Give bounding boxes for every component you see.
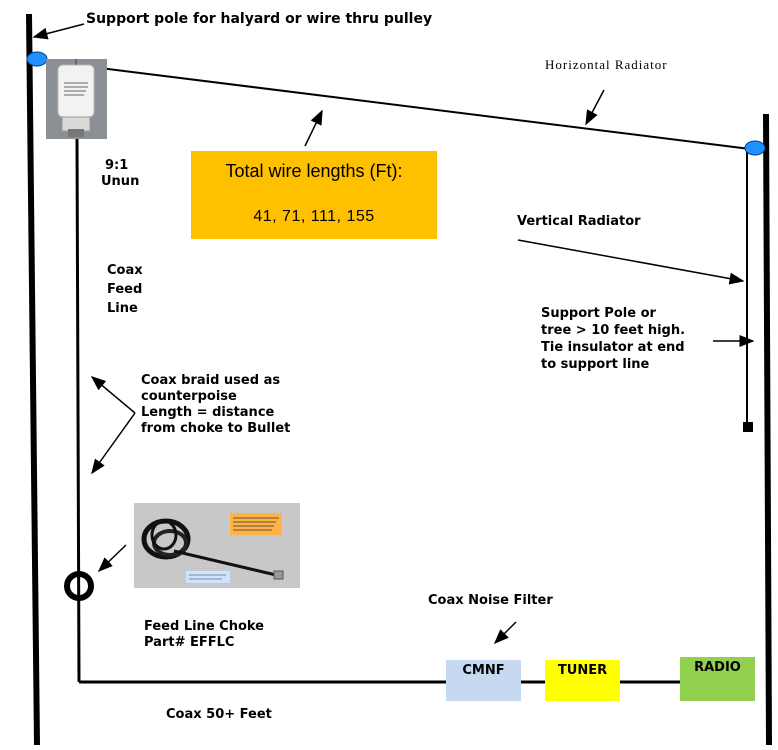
left-pulley: [26, 51, 48, 67]
coax-feed-line: [75, 137, 81, 683]
label-unun: 9:1 Unun: [101, 158, 139, 190]
label-support-pole-right: Support Pole or tree > 10 feet high. Tie…: [541, 305, 685, 373]
label-support-pole-right-4: to support line: [541, 357, 650, 372]
arrow-braid-down: [91, 412, 136, 475]
label-support-pole-right-1: Support Pole or: [541, 306, 656, 321]
insulator: [743, 422, 753, 432]
wire-lengths-title: Total wire lengths (Ft):: [225, 161, 403, 181]
label-coax-feed-line-2: Feed: [107, 282, 143, 297]
label-feed-line-choke-1: Feed Line Choke: [144, 619, 264, 634]
arrow-to-pole-top: [32, 23, 85, 40]
label-coax-braid-4: from choke to Bullet: [141, 421, 291, 436]
arrow-choke: [97, 544, 127, 573]
horizontal-radiator-wire: [83, 65, 751, 150]
label-coax-braid-2: counterpoise: [141, 389, 237, 404]
label-unun-line2: Unun: [101, 174, 140, 189]
label-coax-braid-1: Coax braid used as: [141, 373, 281, 388]
right-pulley: [744, 140, 766, 156]
label-coax-noise-filter: Coax Noise Filter: [428, 593, 553, 608]
wire-lengths-values: 41, 71, 111, 155: [253, 208, 375, 225]
label-support-pole-right-2: tree > 10 feet high.: [541, 323, 686, 338]
label-coax-feed-line: Coax Feed Line: [107, 261, 143, 318]
unun-photo: [46, 59, 107, 139]
right-support-pole: [763, 113, 772, 746]
label-coax-length: Coax 50+ Feet: [166, 707, 272, 722]
arrow-noise-filter: [493, 621, 517, 645]
tuner-box: TUNER: [545, 660, 620, 701]
arrow-braid-up: [90, 376, 136, 414]
label-vertical-radiator: Vertical Radiator: [517, 214, 641, 229]
label-feed-line-choke-2: Part# EFFLC: [144, 635, 235, 650]
wire-lengths-box: Total wire lengths (Ft): 41, 71, 111, 15…: [191, 151, 437, 239]
label-coax-feed-line-1: Coax: [107, 263, 143, 278]
choke-photo: [134, 503, 300, 588]
arrow-vertical-radiator: [517, 239, 745, 285]
label-horizontal-radiator: Horizontal Radiator: [545, 57, 668, 72]
label-coax-braid-3: Length = distance: [141, 405, 275, 420]
label-unun-line1: 9:1: [105, 158, 129, 173]
choke-ring: [64, 571, 94, 601]
label-coax-feed-line-3: Line: [107, 301, 138, 316]
label-feed-line-choke: Feed Line Choke Part# EFFLC: [144, 619, 264, 651]
label-support-pole-top: Support pole for halyard or wire thru pu…: [86, 11, 433, 27]
arrow-horizontal-radiator: [585, 89, 605, 126]
cmnf-box: CMNF: [446, 660, 521, 701]
label-coax-braid: Coax braid used as counterpoise Length =…: [141, 373, 290, 437]
left-support-pole: [26, 13, 40, 746]
label-support-pole-right-3: Tie insulator at end: [541, 340, 685, 355]
radio-box: RADIO: [680, 657, 755, 701]
arrow-wire-lengths: [304, 109, 323, 147]
